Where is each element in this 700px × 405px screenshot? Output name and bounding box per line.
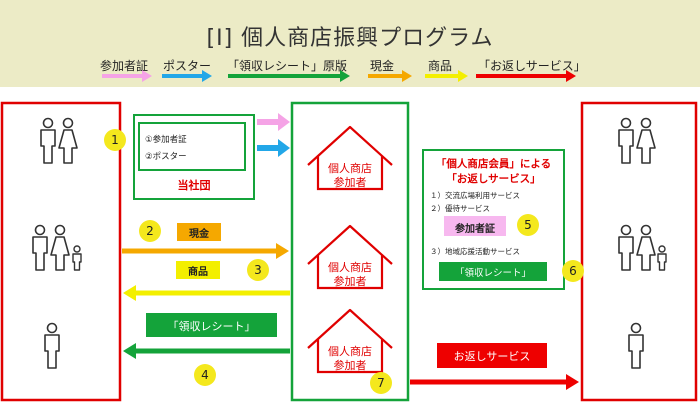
member-title-line2: 「お返しサービス」 [446,173,541,185]
org-item-badge: ①参加者証 [145,135,187,145]
legend-label-goods: 商品 [428,59,453,73]
receipt-label: 「領収レシート」 [167,320,256,333]
shop-3-label: 個人商店参加者 [328,345,372,372]
org-item-poster: ②ポスター [145,152,187,162]
people-right [618,117,667,369]
legend-label-cash: 現金 [370,59,395,73]
shop-1-label: 個人商店参加者 [328,162,372,189]
shop-2-label: 個人商店参加者 [328,261,372,288]
member-item-1: １）交流広場利用サービス [430,191,520,200]
cash-label: 現金 [189,229,209,240]
legend-label-receipt: 「領収レシート」原版 [227,59,348,73]
member-badge-box [444,216,506,236]
member-receipt-box [439,262,547,281]
flow-arrows [122,113,579,390]
org-items-frame [138,122,246,171]
people-left [32,117,82,369]
service-label: お返しサービス [453,350,531,363]
goods-label: 商品 [188,267,208,278]
badge-7: 7 [377,376,385,390]
badge-2: 2 [146,224,154,238]
left-customers-frame [0,101,122,402]
member-item-3: ３）地域応援活動サービス [430,247,520,256]
legend-label-poster: ポスター [163,59,212,73]
shops-frame [290,101,410,402]
page-title: [I] 個人商店振興プログラム [206,26,494,51]
member-title-line1: 「個人商店会員」による [435,158,552,170]
number-badges [104,129,584,394]
badge-3: 3 [254,263,262,277]
badge-1: 1 [111,133,119,147]
badge-5: 5 [524,218,532,232]
member-service-frame [422,149,565,290]
legend-arrows [102,70,576,82]
receipt-label-box [146,313,277,337]
header-band [0,0,700,87]
badge-4: 4 [201,368,209,382]
service-label-box [437,343,547,368]
legend-label-badge: 参加者証 [100,59,149,73]
cash-label-box [177,223,221,241]
right-customers-frame [580,101,698,402]
org-name: 当社団 [177,179,211,192]
member-receipt: 「領収レシート」 [454,268,531,279]
org-frame [133,114,255,200]
member-badge: 参加者証 [455,224,495,235]
member-item-2: ２）優待サービス [430,204,490,213]
badge-6: 6 [569,264,577,278]
legend-label-service: 「お返しサービス」 [478,59,586,73]
goods-label-box [176,261,220,279]
